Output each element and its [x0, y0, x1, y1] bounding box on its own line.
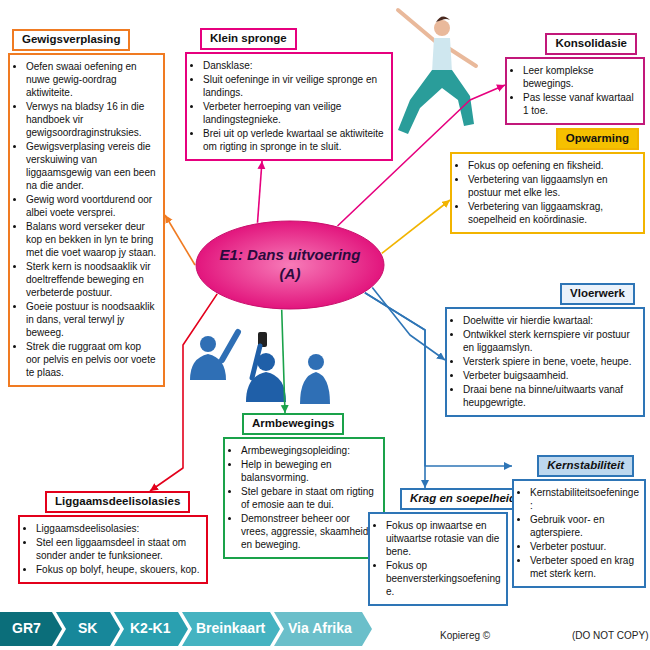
bullet-list: Doelwitte vir hierdie kwartaal:Ontwikkel… — [451, 314, 638, 409]
topic-box: Krag en soepelheidFokus op inwaartse en … — [368, 512, 508, 606]
topic-box: ArmbewegingsArmbewegingsopleiding:Help i… — [223, 437, 385, 559]
bullet-list: Fokus op inwaartse en uitwaartse rotasie… — [374, 519, 501, 598]
bullet-item: Demonstreer beheer oor vrees, aggressie,… — [241, 512, 378, 551]
bullet-item: Ontwikkel sterk kernspiere vir postuur e… — [463, 328, 638, 354]
topic-heading: Kernstabiliteit — [537, 455, 634, 477]
bullet-item: Stel een liggaamsdeel in staat om sonder… — [36, 536, 201, 562]
topic-box: GewigsverplasingOefen swaai oefening en … — [8, 53, 165, 387]
bullet-item: Fokus op beenversterkingsoefeninge. — [386, 559, 501, 598]
topic-heading: Konsolidasie — [545, 33, 637, 55]
raised-arm — [222, 332, 238, 360]
bullet-item: Verbeter herroeping van veilige landings… — [203, 100, 386, 126]
bullet-item: Verbetering van liggaamskrag, soepelheid… — [468, 200, 638, 226]
topic-box: VloerwerkDoelwitte vir hierdie kwartaal:… — [445, 307, 645, 417]
connector-arrow — [282, 310, 285, 413]
head — [434, 20, 450, 36]
topic-box: KonsolidasieLeer komplekse bewegings.Pas… — [505, 57, 645, 125]
topic-box: Klein sprongeDansklase:Sluit oefeninge i… — [185, 52, 393, 161]
bullet-item: Pas lesse vanaf kwartaal 1 toe. — [523, 91, 638, 117]
topic-heading: Klein spronge — [200, 28, 297, 50]
bullet-list: Kernstabiliteitsoefeninge:Gebruik voor- … — [518, 486, 639, 580]
connector-arrow — [258, 161, 263, 223]
bullet-item: Draai bene na binne/uitwaarts vanaf heup… — [463, 383, 638, 409]
person-body — [300, 372, 330, 404]
yoga-figure — [398, 10, 476, 134]
arm — [252, 346, 260, 378]
chevron — [182, 612, 280, 646]
chevron — [0, 612, 62, 646]
chevron — [56, 612, 120, 646]
bullet-item: Liggaamsdeelisolasies: — [36, 522, 201, 535]
legs — [398, 70, 474, 134]
connector-arrow — [382, 200, 450, 253]
ellipse-outline — [196, 221, 384, 309]
bullet-item: Balans word verseker deur kop en bekken … — [26, 220, 158, 259]
bullet-item: Gewig word voortdurend oor albei voete v… — [26, 193, 158, 219]
footer-tag: Via Afrika — [288, 620, 352, 636]
bullet-item: Fokus op bolyf, heupe, skouers, kop. — [36, 563, 201, 576]
connector-arrow — [165, 215, 195, 265]
bullet-list: Oefen swaai oefening en nuwe gewig-oordr… — [14, 60, 158, 379]
chevron — [274, 612, 372, 646]
bullet-item: Sluit oefeninge in vir veilige spronge e… — [203, 73, 386, 99]
bullet-item: Goeie postuur is noodsaaklik in dans, ve… — [26, 300, 158, 339]
bullet-item: Verwys na bladsy 16 in die handboek vir … — [26, 100, 158, 139]
bullet-item: Verbeter spoed en krag met sterk kern. — [530, 554, 639, 580]
chevron — [114, 612, 188, 646]
bullet-item: Brei uit op verlede kwartaal se aktiwite… — [203, 127, 386, 153]
central-title: E1: Dans uitvoering (A) — [215, 246, 365, 284]
bullet-item: Leer komplekse bewegings. — [523, 64, 638, 90]
bullet-list: Fokus op oefening en fiksheid.Verbeterin… — [456, 159, 638, 226]
footer-band — [0, 612, 372, 646]
topic-box: LiggaamsdeelisolasiesLiggaamsdeelisolasi… — [18, 515, 208, 584]
person-head — [200, 336, 216, 352]
bullet-item: Fokus op inwaartse en uitwaartse rotasie… — [386, 519, 501, 558]
torso — [432, 38, 452, 72]
topic-box: KernstabiliteitKernstabiliteitsoefeninge… — [512, 479, 646, 588]
bullet-item: Armbewegingsopleiding: — [241, 444, 378, 457]
bullet-item: Stel gebare in staat om rigting of emosi… — [241, 485, 378, 511]
bullet-item: Verbeter buigsaamheid. — [463, 369, 638, 382]
footer-tag: K2-K1 — [130, 620, 170, 636]
bullet-item: Fokus op oefening en fiksheid. — [468, 159, 638, 172]
topic-heading: Liggaamsdeelisolasies — [45, 491, 190, 513]
bullet-item: Strek die ruggraat om kop oor pelvis en … — [26, 340, 158, 379]
bullet-item: Oefen swaai oefening en nuwe gewig-oordr… — [26, 60, 158, 99]
footer-tag: GR7 — [12, 620, 41, 636]
bullet-item: Dansklase: — [203, 59, 386, 72]
bullet-list: Liggaamsdeelisolasies:Stel een liggaamsd… — [24, 522, 201, 576]
people-figures — [190, 332, 330, 404]
topic-heading: Opwarming — [556, 128, 639, 150]
bullet-list: Dansklase:Sluit oefeninge in vir veilige… — [191, 59, 386, 153]
raised-arm — [398, 10, 436, 42]
footer-tag: SK — [78, 620, 97, 636]
connector-arrow — [372, 288, 445, 361]
bullet-item: Sterk kern is noodsaaklik vir doeltreffe… — [26, 260, 158, 299]
bullet-item: Help in beweging en balansvorming. — [241, 458, 378, 484]
topic-heading: Armbewegings — [242, 413, 344, 435]
bullet-item: Versterk spiere in bene, voete, heupe. — [463, 355, 638, 368]
central-ellipse: E1: Dans uitvoering (A) — [195, 220, 385, 310]
bullet-list: Armbewegingsopleiding:Help in beweging e… — [229, 444, 378, 551]
bullet-item: Verbetering van liggaamslyn en postuur m… — [468, 173, 638, 199]
footer-tag: Breinkaart — [196, 620, 265, 636]
bullet-item: Verbeter postuur. — [530, 540, 639, 553]
topic-heading: Gewigsverplasing — [12, 29, 130, 51]
person-head — [308, 354, 324, 370]
topic-box: OpwarmingFokus op oefening en fiksheid.V… — [450, 152, 645, 234]
hair — [436, 16, 450, 22]
bullet-item: Doelwitte vir hierdie kwartaal: — [463, 314, 638, 327]
copyright-note: Kopiereg © — [440, 630, 490, 641]
bullet-item: Kernstabiliteitsoefeninge: — [530, 486, 639, 512]
topic-heading: Krag en soepelheid — [400, 488, 526, 510]
bullet-item: Gewigsverplasing vereis die verskuiwing … — [26, 140, 158, 192]
bullet-item: Gebruik voor- en agterspiere. — [530, 513, 639, 539]
copyright-note: (DO NOT COPY) — [572, 630, 648, 641]
bullet-list: Leer komplekse bewegings.Pas lesse vanaf… — [511, 64, 638, 117]
topic-heading: Vloerwerk — [560, 283, 635, 305]
